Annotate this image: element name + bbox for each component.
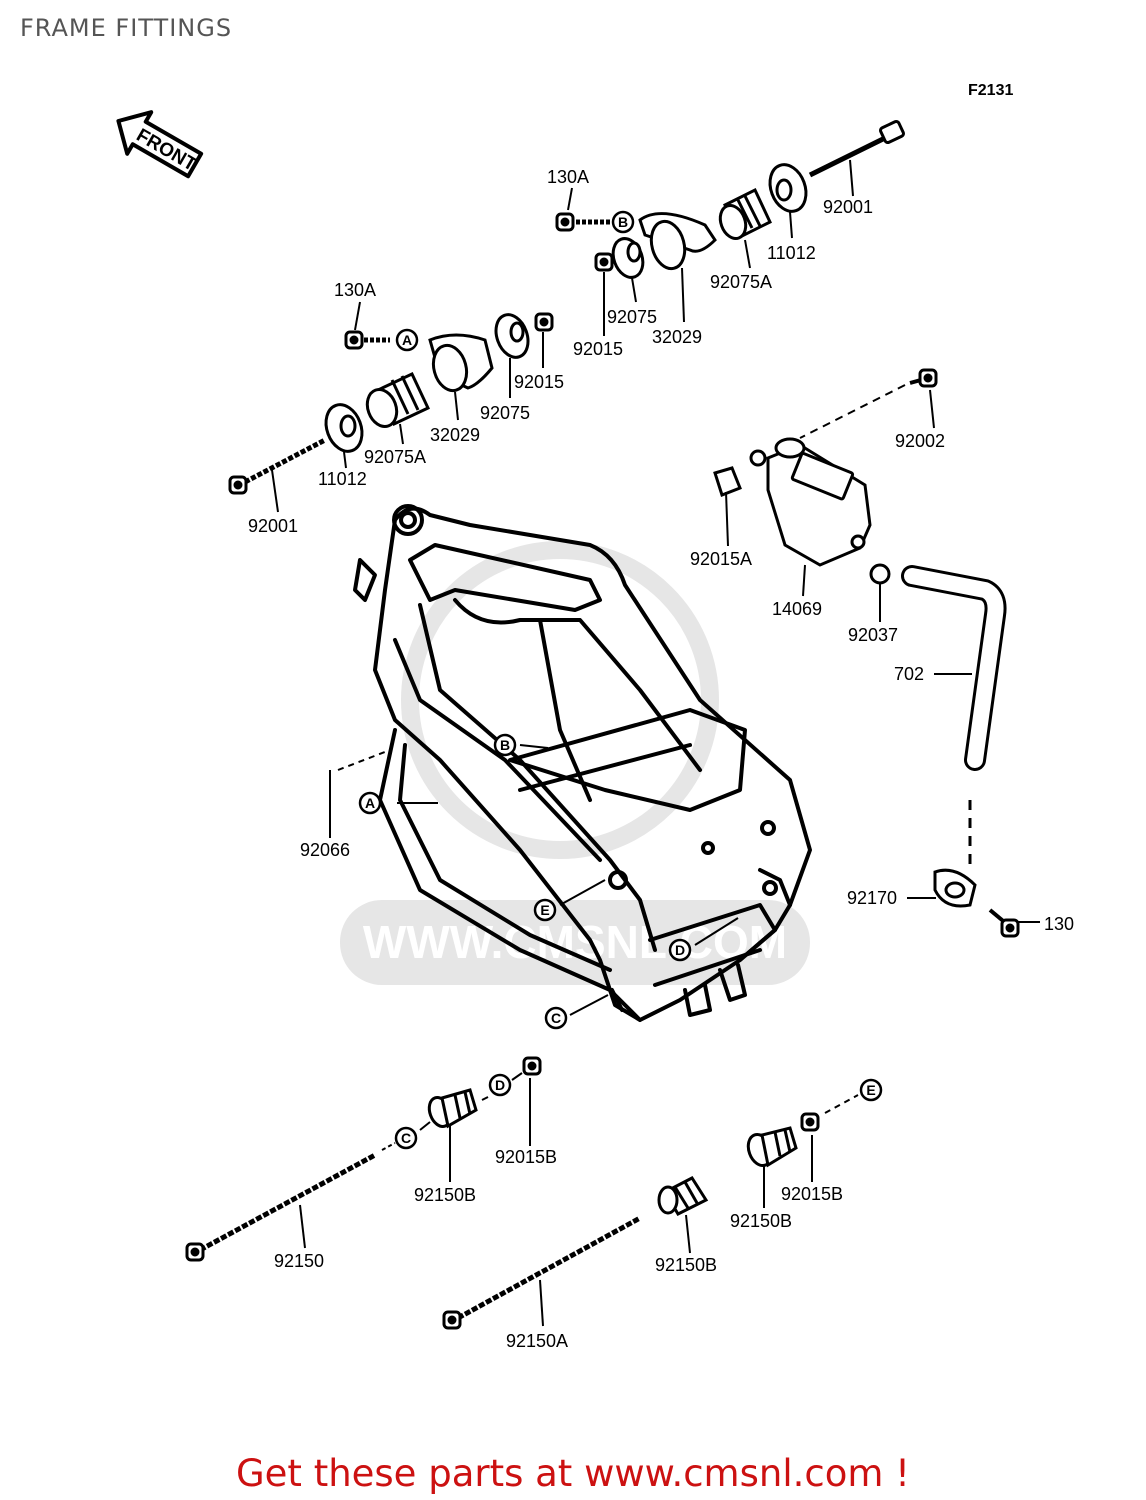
part-label-130a-upper: 130A	[547, 167, 589, 187]
watermark-text: WWW.CMSNL.COM	[363, 916, 787, 968]
part-label-14069: 14069	[772, 599, 822, 619]
part-label-92015-left: 92015	[514, 372, 564, 392]
part-label-92075-left: 92075	[480, 403, 530, 423]
part-labels: 130A 92001 11012 92075A 92075 32029 9201…	[248, 167, 1074, 1351]
leader-lines	[271, 159, 1040, 1327]
callout-a-frame: A	[358, 791, 382, 815]
figure-code: F2131	[968, 82, 1013, 99]
part-label-92037: 92037	[848, 625, 898, 645]
lower-bolts-group	[185, 1056, 859, 1330]
part-label-92001-upper: 92001	[823, 197, 873, 217]
part-label-92170: 92170	[847, 888, 897, 908]
part-label-11012-upper: 11012	[767, 243, 816, 263]
callout-d-frame: D	[668, 938, 692, 962]
callout-b-frame: B	[493, 733, 517, 757]
svg-text:D: D	[675, 942, 685, 958]
part-label-92150b-right: 92150B	[730, 1211, 792, 1231]
part-label-130a-left: 130A	[334, 280, 376, 300]
svg-text:B: B	[500, 737, 510, 753]
watermark: WWW.CMSNL.COM	[340, 541, 810, 985]
callout-markers: A B A B C D E C D E	[358, 210, 883, 1150]
callout-e-frame: E	[533, 898, 557, 922]
upper-right-mount-group	[555, 120, 905, 279]
part-label-92150a: 92150A	[506, 1331, 568, 1351]
callout-e-lower: E	[859, 1078, 883, 1102]
callout-c-frame: C	[544, 1006, 568, 1030]
part-label-92066: 92066	[300, 840, 350, 860]
part-label-92150b-left: 92150B	[414, 1185, 476, 1205]
callout-d-lower: D	[488, 1073, 512, 1097]
svg-text:B: B	[618, 214, 628, 230]
part-label-92001-left: 92001	[248, 516, 298, 536]
part-label-92075a-left: 92075A	[364, 447, 426, 467]
svg-text:A: A	[365, 795, 375, 811]
part-label-32029-upper: 32029	[652, 327, 702, 347]
svg-text:E: E	[866, 1082, 875, 1098]
part-label-702: 702	[894, 664, 924, 684]
svg-text:C: C	[551, 1010, 561, 1026]
part-label-11012-left: 11012	[318, 469, 367, 489]
reservoir-tank-group	[713, 368, 1020, 938]
svg-text:D: D	[495, 1077, 505, 1093]
part-label-92015b-right: 92015B	[781, 1184, 843, 1204]
part-label-92150: 92150	[274, 1251, 324, 1271]
part-label-130: 130	[1044, 914, 1074, 934]
front-arrow-icon: FRONT	[116, 110, 204, 179]
part-label-92015-upper: 92015	[573, 339, 623, 359]
cta-link[interactable]: Get these parts at www.cmsnl.com !	[235, 1452, 910, 1495]
callout-c-lower: C	[394, 1126, 418, 1150]
part-label-92150b-middle: 92150B	[655, 1255, 717, 1275]
callout-a-upper: A	[395, 328, 419, 352]
upper-left-mount-group	[228, 312, 554, 495]
part-label-92015b-left: 92015B	[495, 1147, 557, 1167]
part-label-92075-upper: 92075	[607, 307, 657, 327]
part-label-92075a-upper: 92075A	[710, 272, 772, 292]
parts-diagram: WWW.CMSNL.COM F2131 FRONT	[116, 82, 1074, 1351]
frame-drawing	[353, 504, 812, 1022]
part-label-92015a: 92015A	[690, 549, 752, 569]
part-label-32029-left: 32029	[430, 425, 480, 445]
callout-b-upper: B	[611, 210, 635, 234]
page-title: FRAME FITTINGS	[20, 14, 233, 42]
svg-text:E: E	[540, 902, 549, 918]
svg-text:A: A	[402, 332, 412, 348]
part-label-92002: 92002	[895, 431, 945, 451]
svg-text:C: C	[401, 1130, 411, 1146]
